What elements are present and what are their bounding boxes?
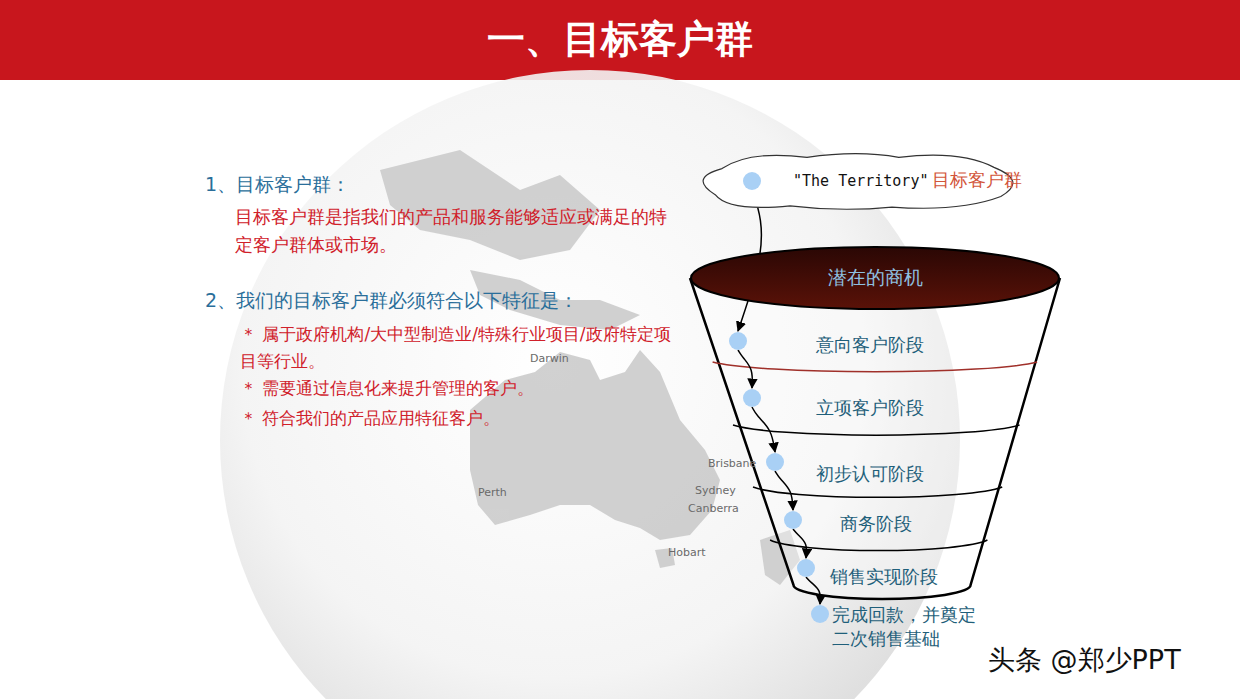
flow-arrow (775, 471, 793, 510)
stage-dot (766, 453, 784, 471)
territory-label: "The Territory" (793, 172, 928, 190)
funnel-stage: 意向客户阶段 (816, 333, 924, 357)
map-place-name: Hobart (668, 546, 706, 560)
map-place-name: Darwin (530, 352, 569, 366)
territory-cloud: "The Territory"目标客户群 (688, 150, 1028, 212)
target-label: 目标客户群 (932, 168, 1022, 192)
watermark: 头条 @郑少PPT (988, 642, 1181, 677)
stage-label: 初步认可阶段 (816, 462, 924, 486)
stage-dot (811, 605, 829, 623)
stage-dot (743, 172, 761, 190)
section-heading: 2、我们的目标客户群必须符合以下特征是： (205, 288, 675, 313)
title-bar (0, 0, 1240, 80)
funnel-stage: 商务阶段 (840, 512, 912, 536)
stage-label: 销售实现阶段 (830, 565, 938, 589)
stage-dot (729, 332, 747, 350)
stage-label: 商务阶段 (840, 512, 912, 536)
funnel-stage: 初步认可阶段 (816, 462, 924, 486)
definition-text: 目标客户群是指我们的产品和服务能够适应或满足的特定客户群体或市场。 (235, 203, 675, 259)
stage-dot (743, 389, 761, 407)
stage-dot (784, 511, 802, 529)
section-heading: 1、目标客户群： (205, 172, 665, 197)
map-place-name: Sydney (695, 484, 736, 498)
flow-arrow (806, 577, 820, 604)
sales-funnel (690, 278, 1060, 599)
map-place-name: Brisbane (708, 457, 756, 471)
bullet-item: ＊ 符合我们的产品应用特征客户。 (240, 407, 680, 429)
slide-title: 一、目标客户群 (0, 14, 1240, 65)
stage-label: 意向客户阶段 (816, 333, 924, 357)
bullet-item: ＊ 属于政府机构/大中型制造业/特殊行业项目/政府特定项目等行业。 (240, 321, 680, 375)
final-stage: 完成回款，并奠定二次销售基础 (832, 603, 982, 651)
funnel-stage: 立项客户阶段 (816, 396, 924, 420)
stage-label: 立项客户阶段 (816, 396, 924, 420)
opportunity-ellipse: 潜在的商机 (690, 246, 1060, 310)
stage-label: 完成回款，并奠定二次销售基础 (832, 603, 982, 651)
map-place-name: Canberra (688, 502, 739, 516)
stage-label: 潜在的商机 (828, 265, 923, 291)
bullet-item: ＊ 需要通过信息化来提升管理的客户。 (240, 377, 680, 399)
map-place-name: Perth (478, 486, 507, 500)
flow-arrow (738, 350, 752, 388)
flow-arrow (793, 529, 807, 558)
funnel-stage: 销售实现阶段 (830, 565, 938, 589)
flow-arrow (752, 407, 775, 452)
stage-dot (797, 559, 815, 577)
